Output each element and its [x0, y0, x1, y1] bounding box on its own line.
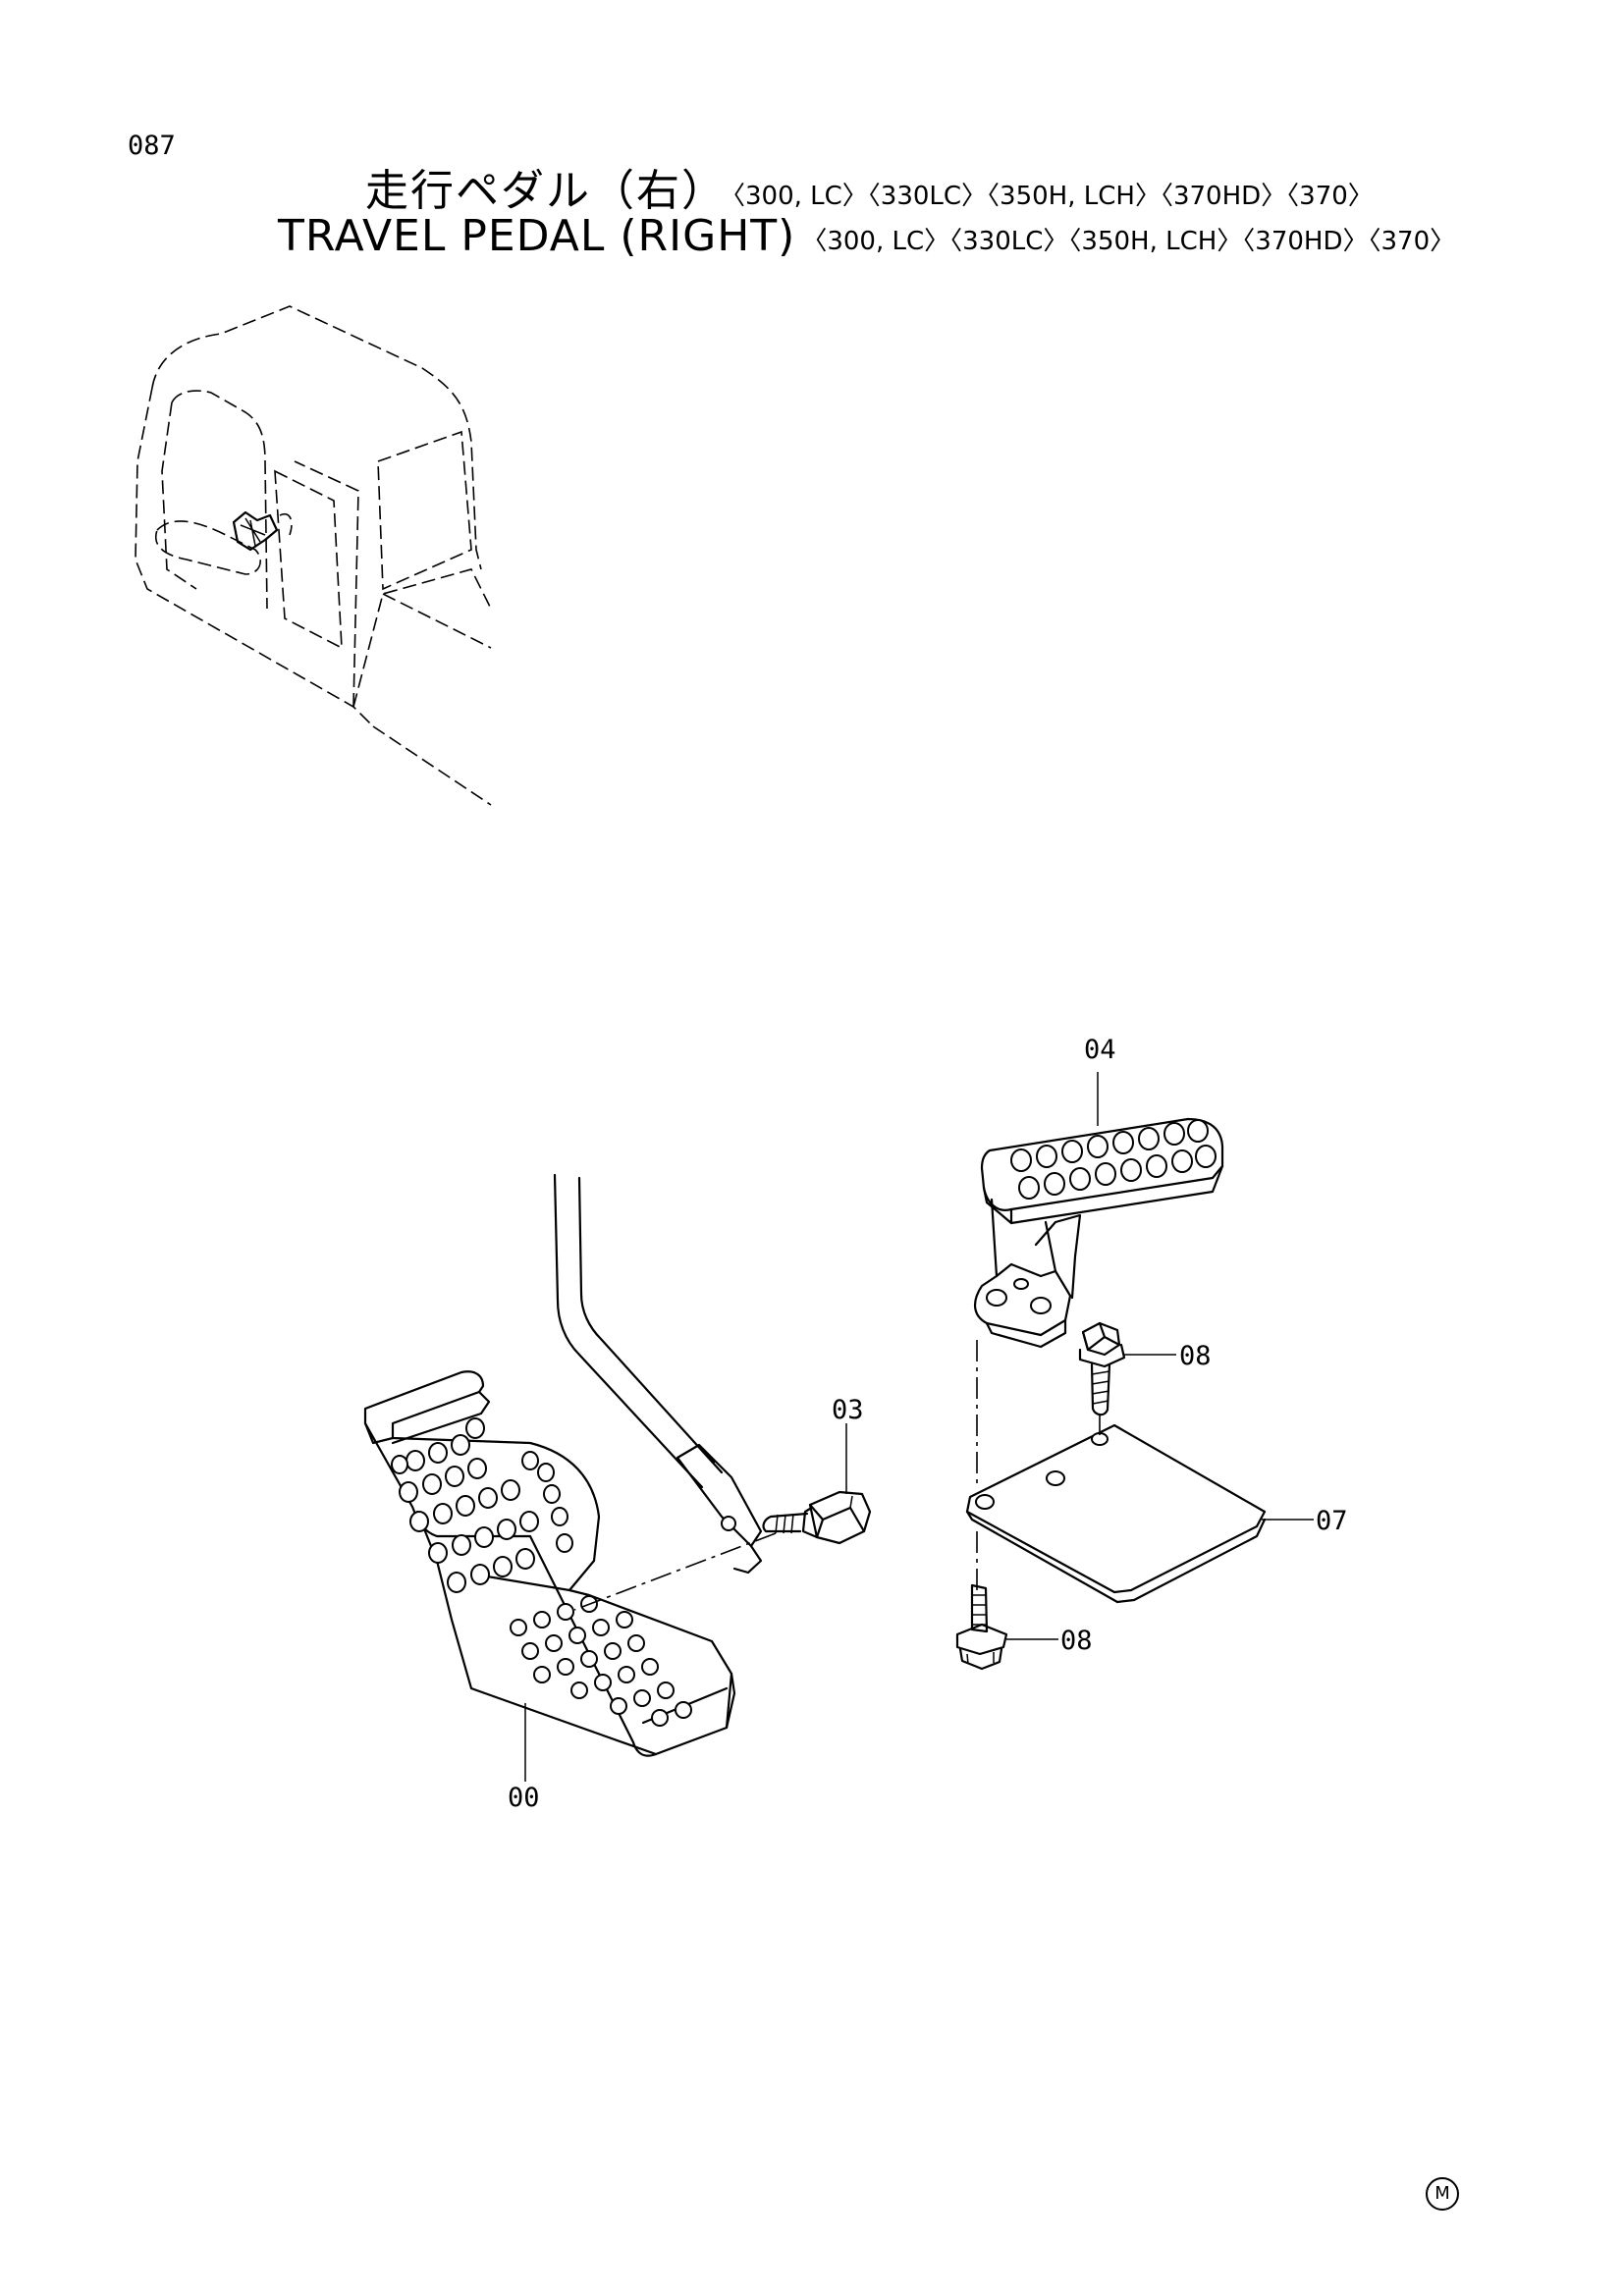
- travel-pedal-assembly: [363, 1173, 777, 1757]
- cab-location-view: [135, 305, 492, 806]
- callout-07: 07: [1316, 1506, 1348, 1536]
- callout-03: 03: [832, 1395, 864, 1425]
- title-japanese: 走行ペダル（右）〈300, LC〉〈330LC〉〈350H, LCH〉〈370H…: [365, 155, 1374, 218]
- title-jp-text: 走行ペダル（右）: [365, 166, 727, 216]
- callout-08-bottom: 08: [1060, 1626, 1093, 1656]
- manufacturer-mark-icon: M: [1426, 2177, 1459, 2211]
- bolt-08-bottom: [955, 1583, 1008, 1671]
- model-list-jp: 〈300, LC〉〈330LC〉〈350H, LCH〉〈370HD〉〈370〉: [732, 181, 1374, 211]
- bracket-plate: [965, 1423, 1267, 1604]
- pedal-dimples: [391, 1417, 692, 1727]
- page-number: 087: [128, 131, 176, 161]
- travel-pedal-left: [974, 1117, 1224, 1487]
- callout-04: 04: [1084, 1035, 1116, 1065]
- left-pedal-dimples: [1010, 1119, 1217, 1200]
- title-en-text: TRAVEL PEDAL (RIGHT): [278, 211, 796, 261]
- callout-08-top: 08: [1179, 1341, 1212, 1371]
- model-list-en: 〈300, LC〉〈330LC〉〈350H, LCH〉〈370HD〉〈370〉: [801, 226, 1456, 256]
- title-english: TRAVEL PEDAL (RIGHT)〈300, LC〉〈330LC〉〈350…: [278, 211, 1455, 261]
- callout-00: 00: [508, 1783, 540, 1813]
- bolt-08-top: [1078, 1321, 1126, 1438]
- bolt-03: [762, 1490, 872, 1545]
- leader-lines: [524, 1072, 1314, 1782]
